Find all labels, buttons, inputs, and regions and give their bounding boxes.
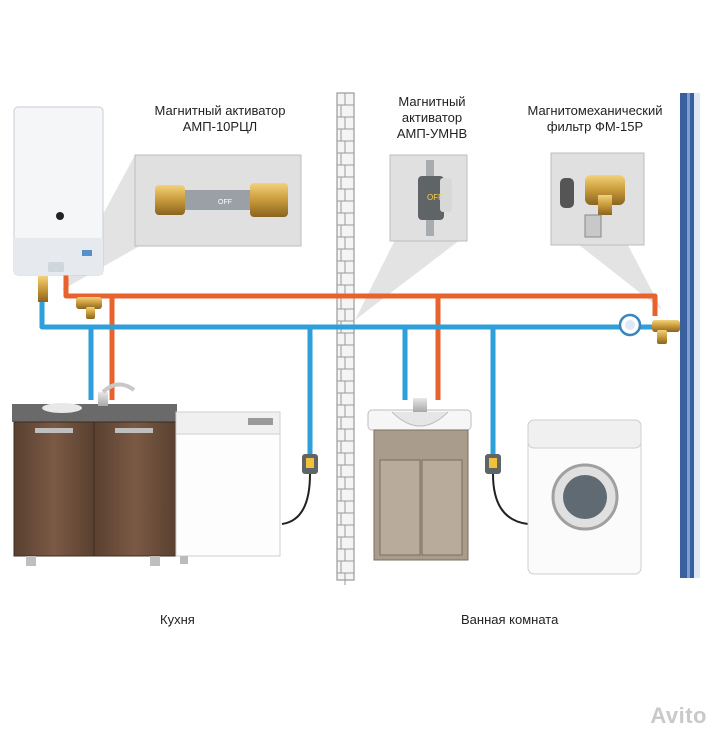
dishwasher	[175, 411, 281, 564]
activator-off-text: OFF	[218, 199, 232, 206]
washing-machine	[527, 419, 642, 575]
kitchen-cabinet	[12, 382, 177, 566]
callout-fm15-photo	[550, 152, 645, 246]
partition-wall	[336, 92, 355, 585]
watermark-logo: Avito	[650, 703, 707, 728]
dishwasher-activator	[281, 454, 318, 525]
label-fm15: Магнитомеханический фильтр ФМ-15Р	[508, 103, 682, 135]
label-ampumnv-line3: АМП-УМНВ	[396, 126, 468, 141]
callout-ampumnv-photo: OFF	[389, 154, 468, 242]
label-fm15-line2: фильтр ФМ-15Р	[546, 119, 644, 134]
callout-amp10-photo: OFF	[134, 154, 302, 247]
water-meter	[618, 313, 642, 337]
y-filter-kitchen	[76, 297, 102, 319]
label-amp10: Магнитный активатор АМП-10РЦЛ	[142, 103, 298, 135]
y-filter-main	[652, 320, 680, 344]
bathroom-vanity	[367, 398, 472, 561]
label-amp10-line2: АМП-10РЦЛ	[182, 119, 258, 134]
washer-activator	[485, 454, 529, 525]
label-amp10-line1: Магнитный активатор	[154, 103, 286, 118]
cold-water-pipes	[39, 300, 680, 455]
label-ampumnv-line2: активатор	[401, 110, 463, 125]
hot-water-pipes	[63, 270, 658, 400]
label-ampumnv-line1: Магнитный	[398, 94, 466, 109]
gas-boiler	[13, 106, 104, 302]
room-bathroom-label: Ванная комната	[461, 612, 559, 627]
label-ampumnv: Магнитный активатор АМП-УМНВ	[392, 94, 472, 142]
riser-wall	[680, 93, 700, 578]
activator-off-small-text: OFF	[427, 193, 443, 202]
label-fm15-line1: Магнитомеханический	[527, 103, 663, 118]
room-kitchen-label: Кухня	[160, 612, 195, 627]
